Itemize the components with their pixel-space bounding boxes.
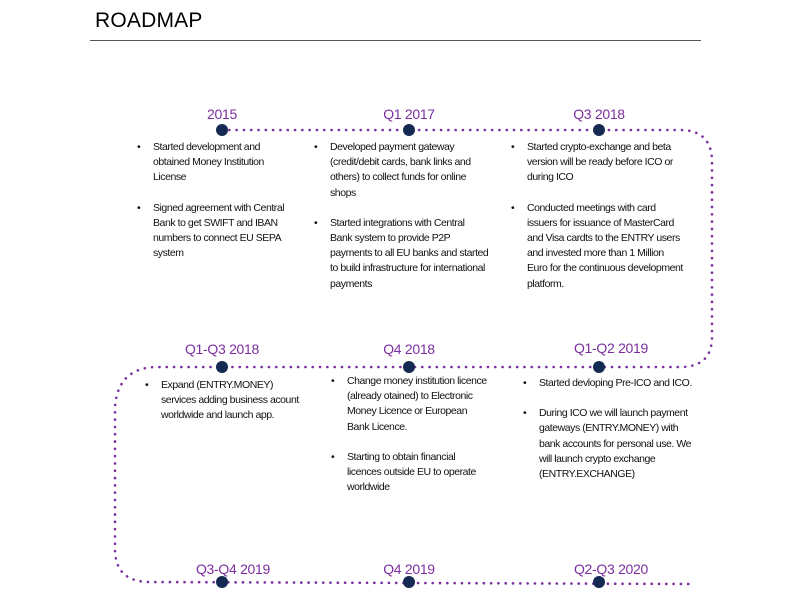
milestone-label: Q1-Q2 2019 bbox=[573, 340, 649, 356]
milestone-label: Q1-Q3 2018 bbox=[184, 341, 260, 357]
bullet-text: Signed agreement with Central Bank to ge… bbox=[153, 201, 285, 260]
milestone-label: Q1 2017 bbox=[383, 106, 435, 122]
milestone-dot bbox=[216, 576, 228, 588]
milestone-details: • Developed payment gateway (credit/debit… bbox=[314, 140, 489, 292]
bullet-icon: • bbox=[511, 201, 515, 214]
bullet-icon: • bbox=[511, 141, 515, 153]
bullet-item: • Developed payment gateway (credit/debit… bbox=[314, 140, 489, 201]
milestone-details: • Started devloping Pre-ICO and ICO. • Duri… bbox=[523, 376, 695, 482]
bullet-item: • Started development and obtained Money … bbox=[137, 140, 289, 186]
bullet-icon: • bbox=[145, 379, 149, 391]
bullet-item: • Expand (ENTRY.MONEY) services adding bu… bbox=[145, 378, 301, 424]
bullet-list: • Expand (ENTRY.MONEY) services adding bu… bbox=[145, 378, 301, 424]
bullet-text: Started devloping Pre-ICO and ICO. bbox=[539, 377, 692, 389]
bullet-item: • Conducted meetings with card issuers fo… bbox=[511, 201, 686, 292]
bullet-item: • Change money institution licence (alrea… bbox=[331, 374, 491, 435]
bullet-icon: • bbox=[523, 407, 527, 420]
milestone-dot bbox=[593, 576, 605, 588]
milestone-label: Q4 2018 bbox=[383, 341, 435, 357]
bullet-icon: • bbox=[314, 141, 318, 153]
bullet-text: Change money institution licence (alread… bbox=[347, 375, 487, 433]
milestone-dot bbox=[593, 124, 605, 136]
bullet-item: • Signed agreement with Central Bank to g… bbox=[137, 201, 289, 262]
bullet-text: Expand (ENTRY.MONEY) services adding bus… bbox=[161, 379, 299, 422]
bullet-list: • Change money institution licence (alrea… bbox=[331, 374, 491, 495]
page-title: ROADMAP bbox=[95, 9, 203, 32]
milestone-dot bbox=[403, 124, 415, 136]
bullet-text: Started development and obtained Money I… bbox=[153, 141, 264, 184]
milestone-dot bbox=[403, 361, 415, 373]
milestone-details: • Expand (ENTRY.MONEY) services adding bu… bbox=[145, 378, 301, 424]
bullet-icon: • bbox=[314, 216, 318, 229]
bullet-icon: • bbox=[523, 377, 527, 389]
milestone-dot bbox=[216, 361, 228, 373]
bullet-text: Starting to obtain financial licences ou… bbox=[347, 450, 476, 494]
bullet-text: Conducted meetings with card issuers for… bbox=[527, 201, 683, 290]
bullet-text: Developed payment gateway (credit/debit … bbox=[330, 141, 471, 199]
bullet-list: • Started development and obtained Money … bbox=[137, 140, 289, 261]
bullet-text: Started integrations with Central Bank s… bbox=[330, 216, 489, 290]
milestone-details: • Started development and obtained Money … bbox=[137, 140, 289, 261]
bullet-item: • Started crypto-exchange and beta versio… bbox=[511, 140, 686, 186]
title-divider bbox=[90, 40, 701, 41]
milestone-label: 2015 bbox=[207, 106, 237, 122]
milestone-label: Q4 2019 bbox=[383, 561, 435, 577]
milestone-label: Q3 2018 bbox=[573, 106, 625, 122]
milestone-dot bbox=[216, 124, 228, 136]
bullet-item: • During ICO we will launch payment gatew… bbox=[523, 406, 695, 482]
milestone-dot bbox=[403, 576, 415, 588]
bullet-text: During ICO we will launch payment gatewa… bbox=[539, 407, 692, 481]
milestone-dot bbox=[593, 361, 605, 373]
milestone-label: Q2-Q3 2020 bbox=[573, 561, 649, 577]
bullet-text: Started crypto-exchange and beta version… bbox=[527, 141, 673, 184]
milestone-details: • Started crypto-exchange and beta versio… bbox=[511, 140, 686, 292]
bullet-icon: • bbox=[331, 450, 335, 463]
bullet-list: • Developed payment gateway (credit/debit… bbox=[314, 140, 489, 292]
bullet-icon: • bbox=[331, 375, 335, 387]
bullet-item: • Started integrations with Central Bank … bbox=[314, 216, 489, 292]
bullet-item: • Starting to obtain financial licences o… bbox=[331, 450, 491, 496]
bullet-icon: • bbox=[137, 201, 141, 214]
bullet-list: • Started crypto-exchange and beta versio… bbox=[511, 140, 686, 292]
bullet-list: • Started devloping Pre-ICO and ICO. • Duri… bbox=[523, 376, 695, 482]
milestone-label: Q3-Q4 2019 bbox=[195, 561, 271, 577]
bullet-item: • Started devloping Pre-ICO and ICO. bbox=[523, 376, 695, 391]
milestone-details: • Change money institution licence (alrea… bbox=[331, 374, 491, 495]
bullet-icon: • bbox=[137, 141, 141, 153]
